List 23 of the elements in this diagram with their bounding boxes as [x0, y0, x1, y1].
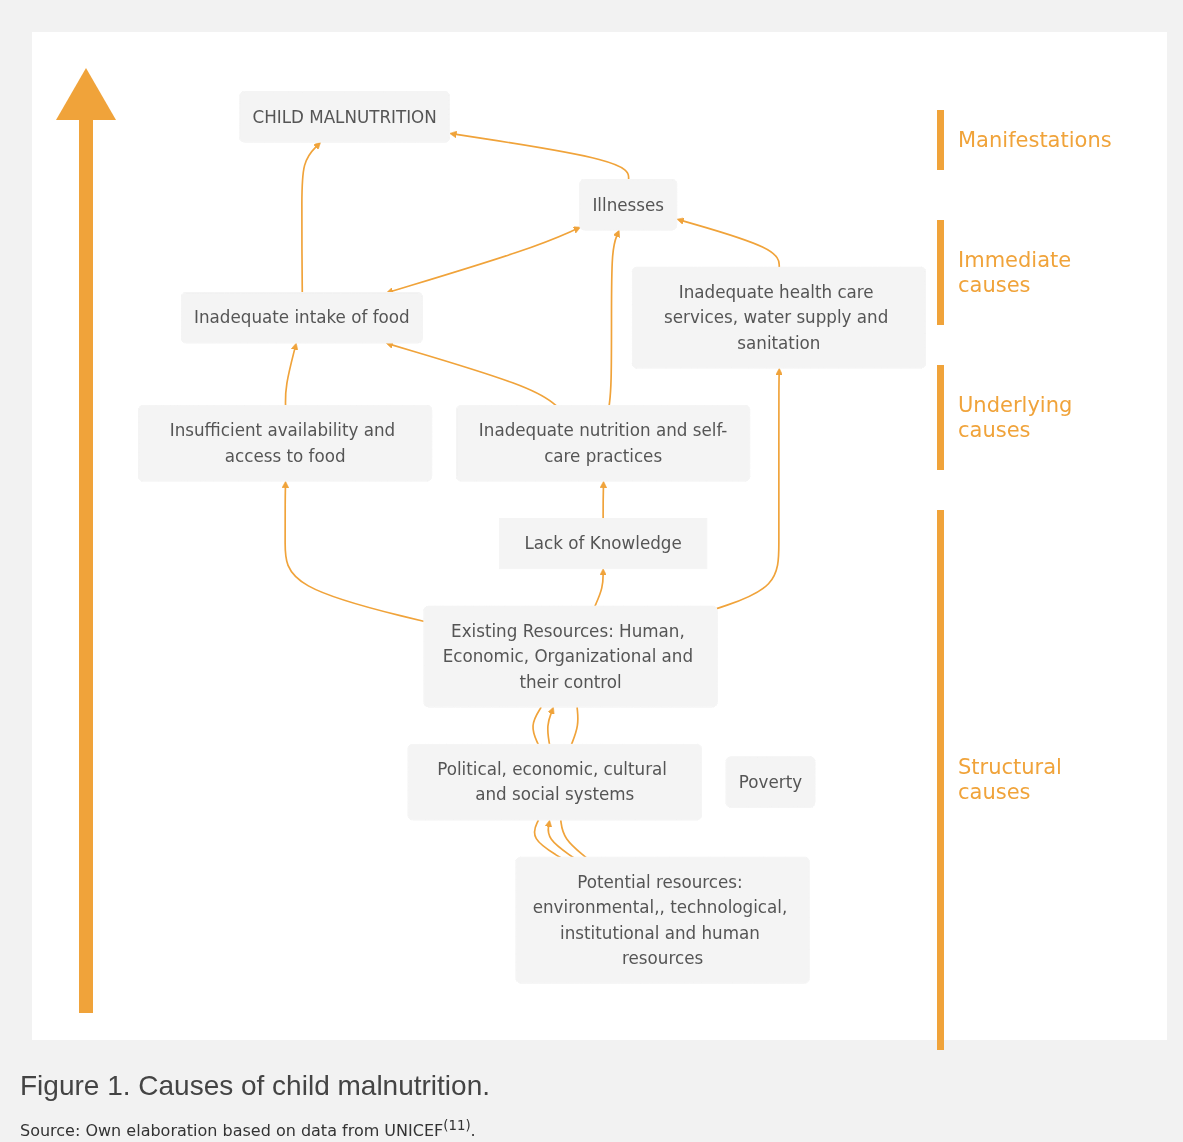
- level-label: Structural causes: [958, 755, 1063, 805]
- level-label: Immediate causes: [958, 247, 1073, 298]
- arrow: [608, 229, 620, 407]
- level-label: Underlying causes: [958, 392, 1074, 443]
- arrow: [676, 217, 781, 269]
- arrow: [544, 819, 575, 859]
- arrow: [599, 480, 608, 519]
- connector: [570, 706, 579, 746]
- connector: [559, 819, 588, 859]
- connector: [532, 706, 543, 746]
- arrow: [385, 341, 558, 407]
- level-label: Manifestations: [958, 127, 1113, 153]
- arrow: [449, 130, 630, 181]
- arrow: [715, 367, 783, 610]
- source-note: Source: Own elaboration based on data from UNICEF$^{(11)}$.: [20, 1118, 476, 1141]
- arrow: [546, 706, 555, 746]
- figure-caption: Figure 1. Causes of child malnutrition.: [20, 1070, 490, 1102]
- arrow: [284, 342, 299, 407]
- node-box: Lack of Knowledge: [498, 517, 708, 569]
- arrow: [281, 480, 426, 623]
- arrow: [301, 141, 321, 294]
- arrow: [593, 568, 607, 608]
- connector: [533, 819, 562, 859]
